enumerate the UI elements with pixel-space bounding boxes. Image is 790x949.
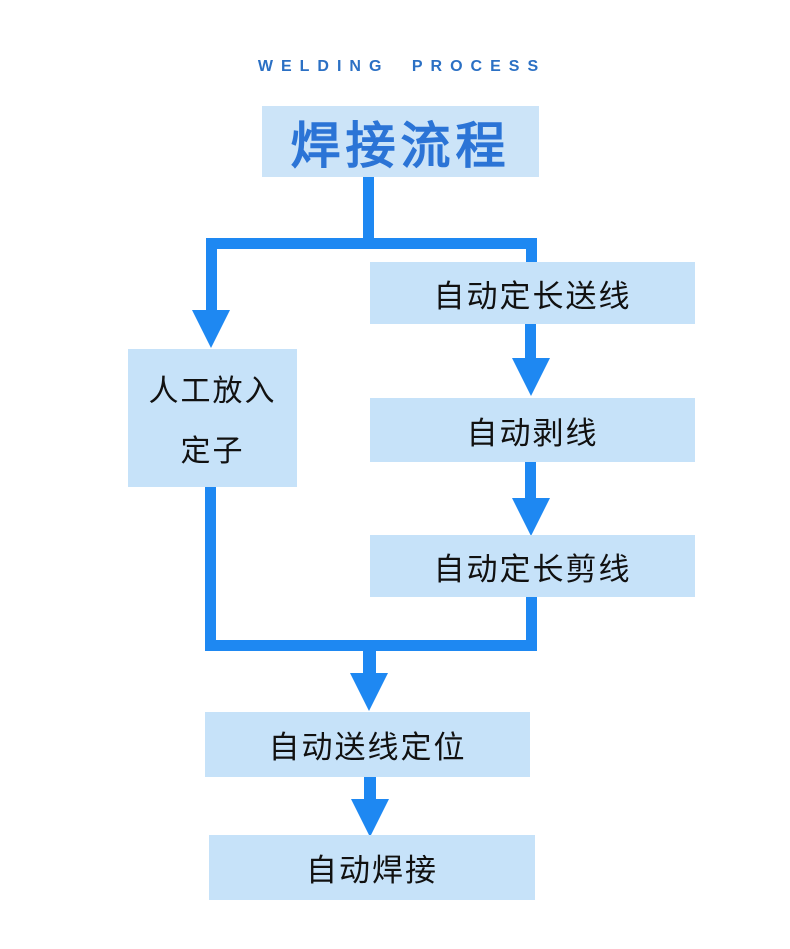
node-label: 自动定长剪线 [433, 551, 632, 587]
node-auto-strip-wire: 自动剥线 [370, 398, 695, 462]
node-label: 自动剥线 [466, 415, 599, 451]
connector-cut-to-merge [526, 596, 537, 644]
node-auto-feed-position: 自动送线定位 [205, 712, 530, 777]
node-label-line: 人工放入 [148, 374, 277, 408]
connector-position-to-weld [364, 776, 376, 801]
node-auto-length-cut: 自动定长剪线 [370, 535, 695, 597]
connector-split-bar [206, 238, 537, 249]
page-title: 焊接流程 [290, 115, 511, 175]
node-label: 自动送线定位 [268, 730, 467, 765]
arrowhead-to-position [350, 673, 388, 711]
connector-merge-stem [363, 649, 376, 675]
arrowhead-to-strip [512, 358, 550, 396]
connector-merge-bar [205, 640, 537, 651]
connector-strip-to-cut [525, 462, 536, 500]
arrowhead-to-weld [351, 799, 389, 837]
node-auto-length-feed: 自动定长送线 [370, 262, 695, 324]
arrowhead-to-cut [512, 498, 550, 536]
eyebrow-label: WELDING PROCESS [257, 58, 547, 75]
connector-manual-to-merge [205, 487, 216, 651]
node-auto-weld: 自动焊接 [209, 835, 535, 900]
node-manual-place-stator: 人工放入 定子 [128, 349, 297, 487]
connector-left-branch [206, 238, 217, 312]
title-box: 焊接流程 [262, 106, 539, 177]
node-label: 自动焊接 [306, 853, 438, 888]
arrowhead-to-manual-stator [192, 310, 230, 348]
node-label: 自动定长送线 [433, 278, 632, 314]
connector-right-branch [526, 238, 537, 266]
connector-feed-to-strip [525, 324, 536, 360]
node-label-line: 定子 [180, 435, 245, 469]
connector-title-stem [363, 176, 374, 244]
